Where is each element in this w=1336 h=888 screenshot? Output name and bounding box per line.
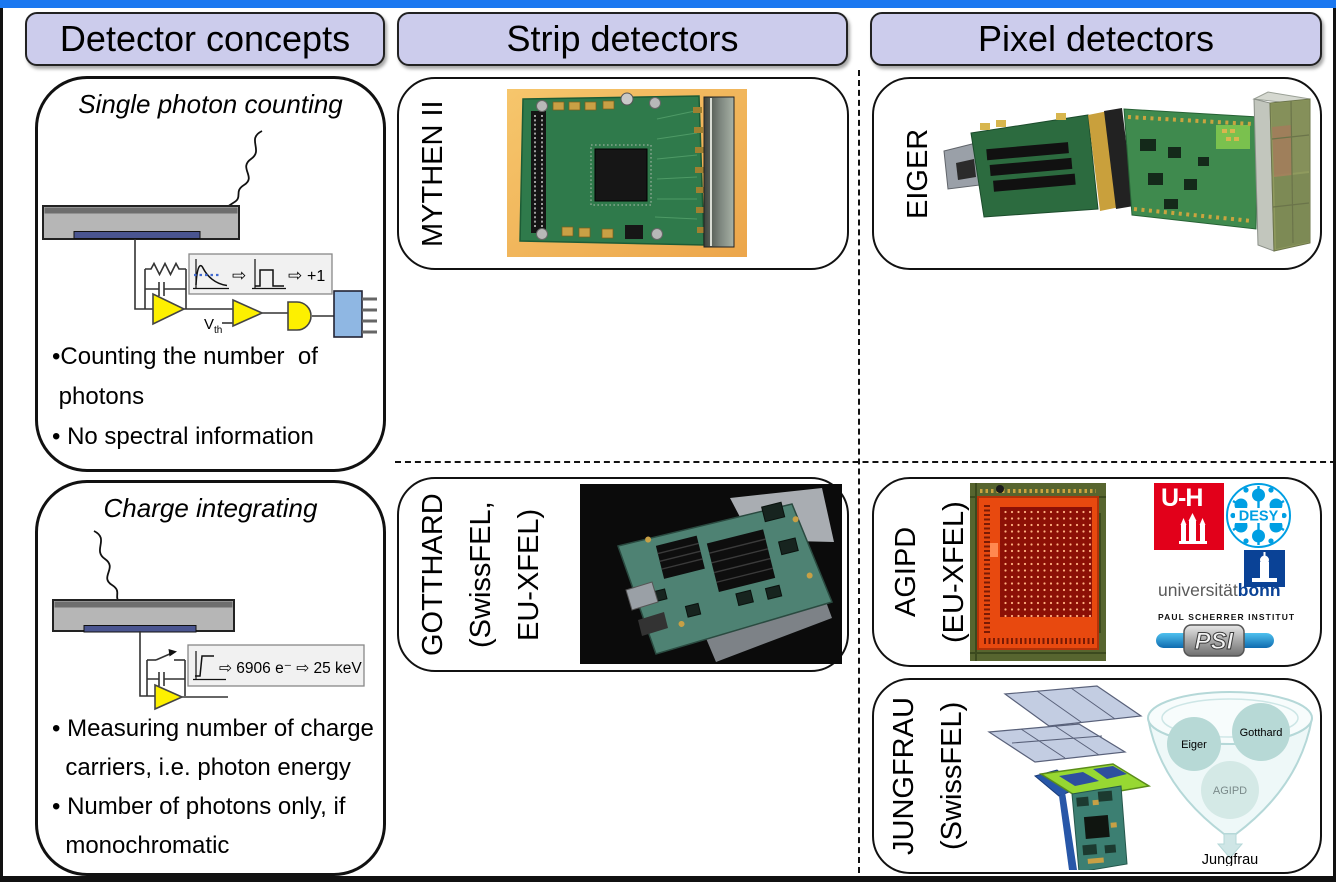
gotthard-box: GOTTHARD (SwissFEL, EU-XFEL) xyxy=(397,477,849,672)
row-separator-dashed xyxy=(395,461,1336,463)
capacitor-icon xyxy=(158,282,165,296)
integrating-inset-text: ⇨ 6906 e⁻ ⇨ 25 keV xyxy=(219,660,362,677)
switch-arrowhead xyxy=(168,649,177,657)
counting-title: Single photon counting xyxy=(78,89,343,119)
mythen-label: MYTHEN II xyxy=(417,100,449,247)
gotthard-photo xyxy=(580,484,842,664)
integrating-schematic: ⇨ 6906 e⁻ ⇨ 25 keV xyxy=(52,530,365,711)
top-blue-bar xyxy=(0,0,1336,8)
capacitor-icon xyxy=(158,672,165,686)
comparator-icon xyxy=(232,298,264,328)
integrator-amp-icon xyxy=(154,683,184,711)
psi-caption: PAUL SCHERRER INSTITUT xyxy=(1158,612,1296,622)
funnel-circle-gotthard xyxy=(1232,703,1290,761)
counter-bit-lines xyxy=(362,297,377,334)
funnel-circle-eiger xyxy=(1167,717,1221,771)
uni-bonn-logo-text: universitätbonn xyxy=(1158,580,1281,600)
agipd-label: AGIPD (EU-XFEL) xyxy=(890,501,970,643)
and-gate-icon xyxy=(287,301,312,331)
funnel-arrow-icon xyxy=(1216,833,1244,859)
vth-label: Vth xyxy=(204,316,222,336)
bottom-border xyxy=(0,876,1336,882)
uh-castle-icon xyxy=(1179,513,1207,544)
desy-logo-icon: DESY xyxy=(1226,483,1291,548)
charge-integrating-box: Charge integrating xyxy=(35,480,386,876)
plus-one-label: +1 xyxy=(307,268,325,285)
step-curve xyxy=(195,655,214,677)
jungfrau-module-illustration xyxy=(987,685,1152,870)
uni-bonn-icon xyxy=(1244,550,1285,587)
counter-register-icon xyxy=(333,290,363,338)
header-detector-concepts: Detector concepts xyxy=(25,12,385,66)
desy-logo: DESY xyxy=(1225,482,1292,549)
funnel-result-label: Jungfrau xyxy=(1202,852,1258,866)
funnel-label-gotthard: Gotthard xyxy=(1240,727,1283,739)
arrow-glyph: ⇨ xyxy=(232,266,246,285)
left-border xyxy=(0,8,3,882)
jungfrau-box: JUNGFRAU (SwissFEL) xyxy=(872,678,1322,874)
funnel-circle-agipd xyxy=(1201,761,1259,819)
sensor-electrode xyxy=(73,231,201,239)
agipd-photo xyxy=(970,483,1106,661)
mythen-photo xyxy=(507,89,747,257)
header-strip-detectors: Strip detectors xyxy=(397,12,848,66)
header-pixel-detectors: Pixel detectors xyxy=(870,12,1322,66)
circuit-wires xyxy=(139,631,228,698)
agipd-partner-logos: U-H xyxy=(1152,481,1324,663)
counting-schematic: Vth ⇨ ⇨ +1 xyxy=(42,130,377,338)
psi-logo-text: PSI xyxy=(1195,628,1235,655)
photon-arrow-icon xyxy=(226,130,263,208)
jungfrau-label: JUNGFRAU (SwissFEL) xyxy=(888,697,968,855)
single-photon-counting-box: Single photon counting xyxy=(35,76,386,472)
funnel-label-eiger: Eiger xyxy=(1181,739,1207,751)
integrating-title: Charge integrating xyxy=(103,493,318,523)
funnel-label-agipd: AGIPD xyxy=(1213,785,1247,797)
resistor-icon xyxy=(145,261,186,277)
bullet-item: • Measuring number of charge carriers, i… xyxy=(52,715,374,781)
desy-logo-text: DESY xyxy=(1239,509,1279,525)
agipd-box: AGIPD (EU-XFEL) U xyxy=(872,477,1322,667)
preamplifier-icon xyxy=(152,292,186,326)
sensor-top-layer xyxy=(44,207,238,214)
integrating-bullets: • Measuring number of charge carriers, i… xyxy=(52,709,392,865)
bullet-item: •Counting the number of photons xyxy=(52,343,318,410)
eiger-box: EIGER xyxy=(872,77,1322,270)
pulse-curve xyxy=(195,264,228,287)
circuit-wires xyxy=(134,239,334,324)
eiger-label: EIGER xyxy=(902,128,934,219)
counting-bullets: •Counting the number of photons • No spec… xyxy=(52,337,392,457)
bullet-item: • No spectral information xyxy=(52,423,314,450)
photon-arrow-icon xyxy=(93,530,127,608)
sensor-top-layer xyxy=(54,601,233,608)
arrow-glyph: ⇨ xyxy=(288,266,302,285)
square-pulse xyxy=(255,269,284,287)
uh-logo-text: U-H xyxy=(1161,484,1203,512)
uni-hamburg-logo: U-H xyxy=(1154,483,1224,550)
eiger-photo xyxy=(943,91,1311,252)
jungfrau-funnel-diagram: Eiger Gotthard AGIPD Jungfrau xyxy=(1147,691,1313,866)
right-border xyxy=(1333,8,1336,882)
mythen-box: MYTHEN II xyxy=(397,77,849,270)
gotthard-label: GOTTHARD (SwissFEL, EU-XFEL) xyxy=(417,493,545,656)
psi-logo: PSI xyxy=(1156,624,1274,662)
column-separator-dashed xyxy=(858,70,860,873)
bullet-item: • Number of photons only, if monochromat… xyxy=(52,793,346,859)
